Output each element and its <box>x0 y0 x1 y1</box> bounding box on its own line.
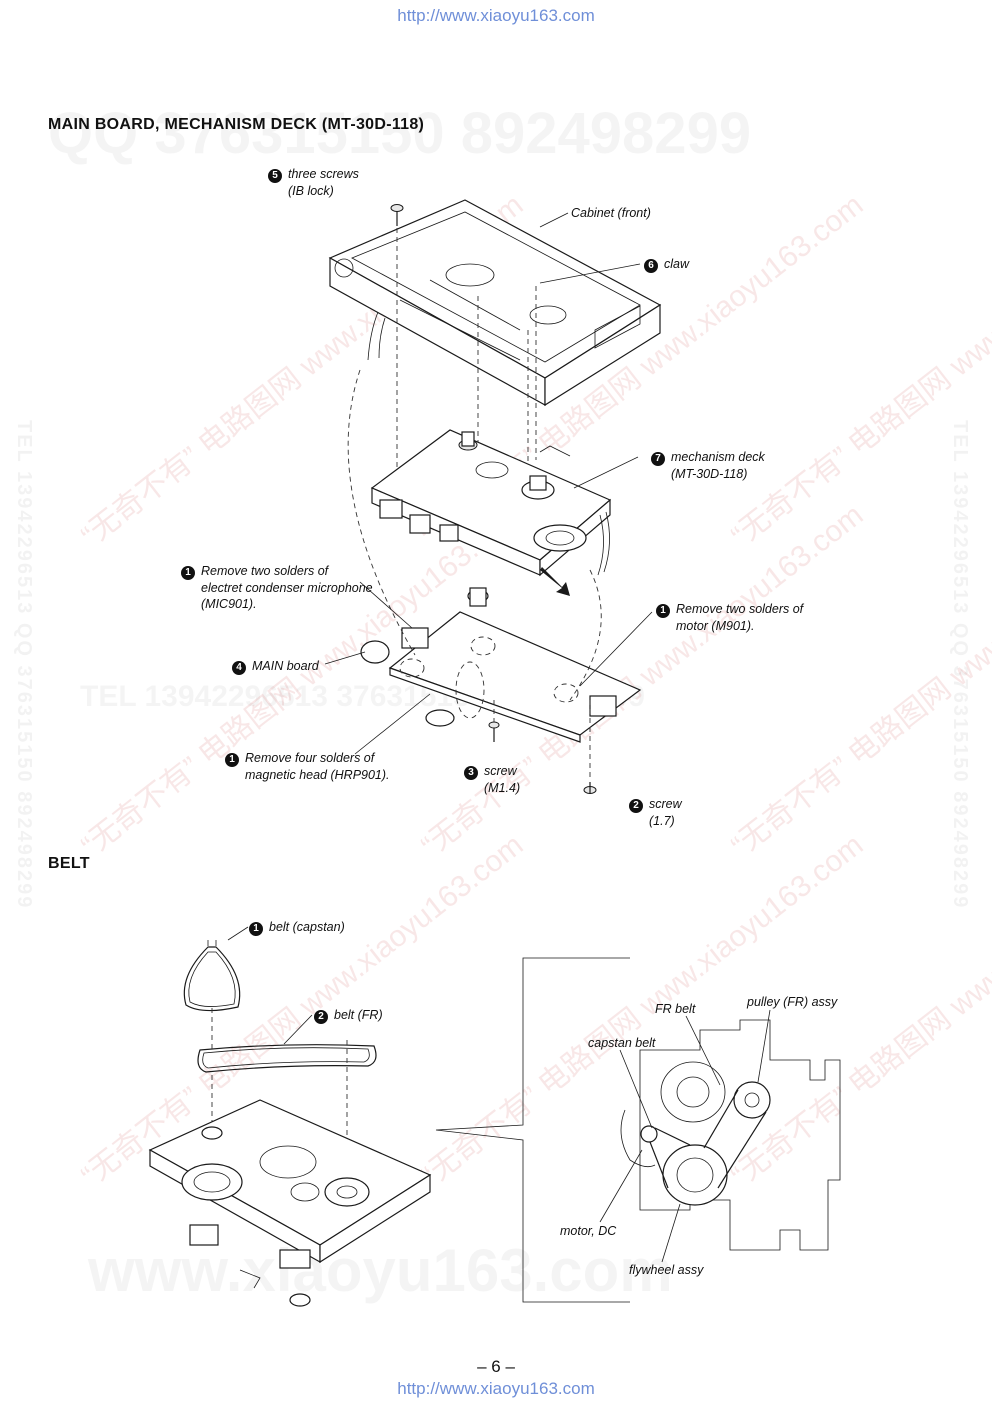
cabinet-front-drawing <box>328 199 662 407</box>
watermark-vertical-left: TEL 13942296513 QQ 376315150 892498299 <box>13 420 35 910</box>
belt-detail-drawing <box>620 1019 841 1251</box>
header-url[interactable]: http://www.xiaoyu163.com <box>397 6 595 25</box>
watermark-vertical-right: TEL 13942296513 QQ 376315150 892498299 <box>949 420 971 910</box>
watermark-site: www.xiaoyu163.com <box>88 1236 673 1305</box>
label-fr-belt: FR belt <box>655 1002 696 1016</box>
three-screws-drawing <box>390 204 537 500</box>
label-capstan-belt: capstan belt <box>588 1036 656 1050</box>
main-board-drawing <box>347 369 642 743</box>
leader-lines-section-1 <box>324 212 653 755</box>
belt-mechanism-drawing <box>148 1099 432 1307</box>
leader-lines-section-2 <box>227 926 771 1263</box>
mechanism-deck-drawing <box>370 429 612 596</box>
label-cabinet-front: Cabinet (front) <box>571 206 651 220</box>
page-number: – 6 – <box>477 1357 515 1376</box>
label-pulley-fr-assy: pulley (FR) assy <box>747 995 838 1009</box>
bottom-screws-drawing <box>488 700 597 794</box>
section-title-belt: BELT <box>48 855 90 872</box>
footer-url[interactable]: http://www.xiaoyu163.com <box>397 1379 595 1398</box>
section-title-main-board: MAIN BOARD, MECHANISM DECK (MT-30D-118) <box>48 116 425 133</box>
belt-capstan-drawing <box>183 940 241 1012</box>
watermark-qq: QQ 376315150 892498299 <box>48 100 751 167</box>
detail-callout-frame <box>435 957 630 1303</box>
label-flywheel-assy: flywheel assy <box>629 1263 704 1277</box>
label-motor-dc: motor, DC <box>560 1224 617 1238</box>
